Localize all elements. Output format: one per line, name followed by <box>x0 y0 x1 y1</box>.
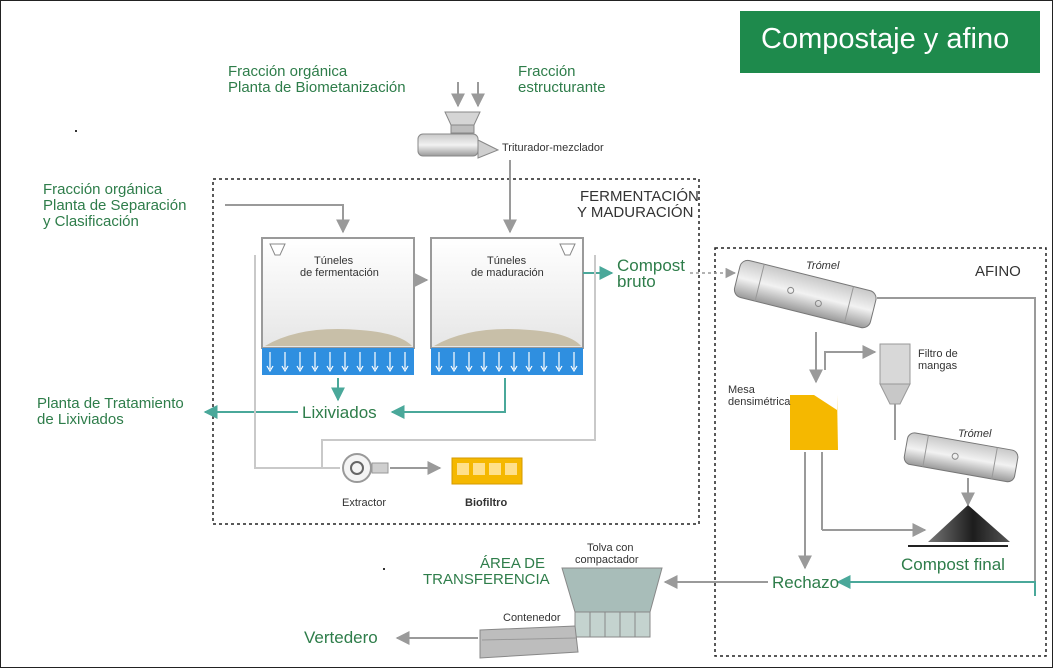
label-fo-separacion-2: Planta de Separación <box>43 197 187 214</box>
aeration-arrowhead <box>480 365 488 373</box>
mesa-densimetrica-icon <box>790 395 838 450</box>
aeration-arrowhead <box>296 365 304 373</box>
label-fraccion-estructurante-1: Fracción <box>518 63 576 80</box>
label-compost-bruto-2: bruto <box>617 272 656 291</box>
label-compost-bruto-1: Compost <box>617 256 686 275</box>
label-compost-final: Compost final <box>901 555 1005 574</box>
title-banner: Compostaje y afino <box>740 11 1040 73</box>
label-filtro-mangas-1: Filtro de <box>918 348 958 360</box>
label-tromel-1: Trómel <box>806 260 840 272</box>
aeration-arrowhead <box>371 365 379 373</box>
aeration-arrowhead <box>401 365 409 373</box>
aeration-arrowhead <box>450 365 458 373</box>
label-area-afino: AFINO <box>975 263 1021 280</box>
label-extractor: Extractor <box>342 497 387 509</box>
afino-area-box <box>714 247 1047 657</box>
aeration-arrowhead <box>341 365 349 373</box>
label-tolva-1: Tolva con <box>587 542 634 554</box>
label-mesa-densimetrica-1: Mesa <box>728 384 755 396</box>
compost-pile-icon <box>908 505 1010 547</box>
label-area-fermentacion-2: Y MADURACIÓN <box>577 204 694 221</box>
label-fo-biometanizacion-1: Fracción orgánica <box>228 63 348 80</box>
label-fo-separacion-1: Fracción orgánica <box>43 181 163 198</box>
label-fraccion-estructurante-2: estructurante <box>518 79 606 96</box>
label-rechazo: Rechazo <box>772 573 840 592</box>
tunel-maduracion-icon <box>430 237 584 375</box>
label-area-transferencia-1: ÁREA DE <box>480 555 546 572</box>
label-mesa-densimetrica-2: densimétrica <box>728 396 791 408</box>
biofiltro-icon <box>451 457 523 485</box>
extractor-icon <box>342 453 389 483</box>
label-tunel-fermentacion-2: de fermentación <box>300 267 379 279</box>
label-tunel-fermentacion-1: Túneles <box>314 255 354 267</box>
aeration-arrowhead <box>356 365 364 373</box>
aeration-arrowhead <box>326 365 334 373</box>
aeration-arrowhead <box>281 365 289 373</box>
label-fo-biometanizacion-2: Planta de Biometanización <box>228 79 406 96</box>
label-tunel-maduracion-2: de maduración <box>471 267 544 279</box>
filtro-mangas-icon <box>879 343 911 405</box>
label-vertedero: Vertedero <box>304 628 378 647</box>
label-planta-lixiviados-2: de Lixiviados <box>37 411 124 428</box>
label-lixiviados: Lixiviados <box>302 403 377 422</box>
page-title: Compostaje y afino <box>761 23 1010 55</box>
label-tunel-maduracion-1: Túneles <box>487 255 527 267</box>
aeration-grid <box>266 352 578 373</box>
tolva-compactador-icon <box>561 567 663 638</box>
tromel-1-icon <box>733 259 877 329</box>
label-fo-separacion-3: y Clasificación <box>43 213 139 230</box>
aeration-arrowhead <box>540 365 548 373</box>
contenedor-icon <box>479 625 579 659</box>
aeration-arrowhead <box>311 365 319 373</box>
aeration-arrowhead <box>465 365 473 373</box>
fermentacion-area-box <box>212 178 700 525</box>
label-biofiltro: Biofiltro <box>465 497 508 509</box>
aeration-arrowhead <box>570 365 578 373</box>
tromel-2-icon <box>903 432 1019 483</box>
label-area-transferencia-2: TRANSFERENCIA <box>423 571 550 588</box>
aeration-arrowhead <box>495 365 503 373</box>
label-contenedor: Contenedor <box>503 612 561 624</box>
aeration-arrowhead <box>435 365 443 373</box>
label-tolva-2: compactador <box>575 554 639 566</box>
triturador-icon <box>417 111 500 159</box>
label-area-fermentacion-1: FERMENTACIÓN <box>580 188 699 205</box>
aeration-arrowhead <box>510 365 518 373</box>
aeration-arrowhead <box>386 365 394 373</box>
aeration-arrowhead <box>525 365 533 373</box>
aeration-arrowhead <box>266 365 274 373</box>
label-planta-lixiviados-1: Planta de Tratamiento <box>37 395 184 412</box>
label-triturador: Triturador-mezclador <box>502 142 604 154</box>
label-tromel-2: Trómel <box>958 428 992 440</box>
aeration-arrowhead <box>555 365 563 373</box>
tunel-fermentacion-icon <box>261 237 415 375</box>
label-filtro-mangas-2: mangas <box>918 360 958 372</box>
